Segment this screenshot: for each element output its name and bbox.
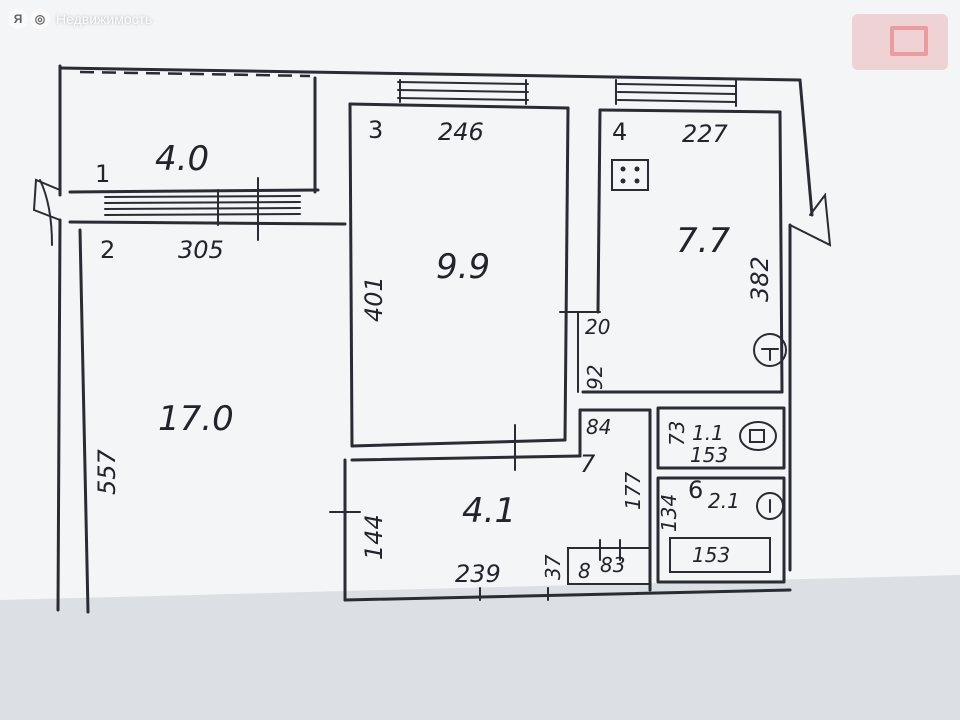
room-area-wc: 1.1	[692, 421, 724, 445]
riser-pipe	[789, 192, 832, 247]
dim-bedroom-width: 246	[438, 118, 484, 146]
toilet-icon	[739, 421, 777, 451]
stove-icon	[611, 159, 649, 191]
bedroom-walls	[348, 102, 570, 471]
watermark-brand-name: Недвижимость	[56, 11, 153, 27]
closet-walls	[567, 539, 651, 585]
corner-logo-badge	[852, 14, 948, 70]
room-number-bedroom: 3	[368, 116, 383, 144]
dim-hall-side: 177	[621, 472, 645, 510]
room-area-bath: 2.1	[708, 489, 740, 513]
corner-logo-icon	[890, 26, 928, 56]
dim-living-width: 305	[178, 236, 224, 264]
dim-wc-width: 153	[690, 443, 728, 467]
watermark-brand: Я ◎ Недвижимость	[8, 9, 152, 29]
dim-hall-depth: 144	[360, 514, 388, 560]
dim-kitchen-width: 227	[682, 120, 729, 148]
bath-walls	[656, 476, 786, 584]
dim-kitchen-length: 382	[746, 256, 774, 302]
kitchen-window	[615, 79, 737, 107]
sink-icon	[756, 492, 784, 520]
dim-hall-seg-1: 73	[665, 421, 689, 446]
dim-corridor-length: 92	[583, 365, 607, 390]
yandex-logo-icon: Я	[8, 9, 28, 29]
room-area-kitchen: 7.7	[676, 221, 730, 261]
room-area-balcony: 4.0	[155, 139, 209, 179]
balcony-window	[104, 177, 301, 241]
dim-living-length: 557	[93, 448, 121, 495]
room-number-balcony: 1	[95, 160, 110, 188]
room-number-kitchen: 4	[612, 118, 627, 146]
bedroom-window	[397, 79, 529, 105]
room-area-hall: 4.1	[462, 491, 516, 531]
closet-number: 8	[578, 559, 591, 583]
balcony-outline	[32, 70, 347, 246]
room-area-living: 17.0	[158, 399, 234, 439]
dim-corridor-width: 20	[585, 315, 610, 339]
dim-bedroom-length: 401	[360, 276, 388, 322]
dim-hall-width: 239	[455, 560, 501, 588]
dim-closet-depth: 37	[541, 554, 565, 580]
dim-hall-seg-2: 134	[657, 494, 681, 532]
room-area-bedroom: 9.9	[436, 247, 490, 287]
dim-closet-width: 83	[600, 553, 625, 577]
room-number-bath: 6	[688, 476, 703, 504]
kitchen-walls	[559, 108, 784, 394]
dim-bath-width: 153	[692, 543, 730, 567]
wc-walls	[656, 406, 786, 470]
exterior-walls	[56, 64, 814, 614]
paper-edge	[0, 575, 960, 720]
entrance-number: 7	[580, 450, 596, 478]
dim-hall-depth-small: 84	[586, 415, 611, 439]
gas-heater-icon	[753, 333, 787, 367]
room-number-living: 2	[100, 236, 115, 264]
yandex-logo-icon-secondary: ◎	[30, 9, 50, 29]
